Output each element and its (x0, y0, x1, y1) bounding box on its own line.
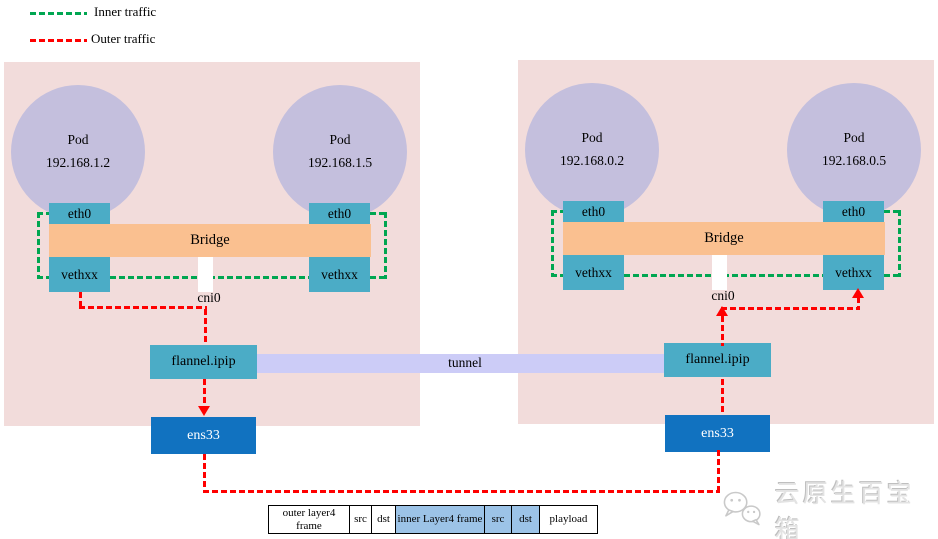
inner-traffic-path (884, 210, 901, 213)
eth0-port: eth0 (563, 201, 624, 222)
outer-traffic-path (203, 379, 206, 407)
outer-traffic-path (203, 490, 720, 493)
inner-traffic-path (551, 210, 554, 276)
outer-traffic-path (79, 292, 82, 309)
outer-traffic-path (721, 316, 724, 346)
pod-circle: Pod 192.168.0.2 (525, 83, 659, 217)
flannel-ipip-box: flannel.ipip (150, 345, 257, 379)
frame-cell: inner Layer4 frame (395, 506, 484, 533)
pod-ip: 192.168.1.2 (45, 155, 111, 170)
eth0-port: eth0 (823, 201, 884, 222)
arrowhead-up (852, 288, 864, 298)
inner-traffic-path (384, 212, 387, 279)
frame-cell: src (349, 506, 371, 533)
cni0-label: cni0 (197, 290, 221, 305)
veth-port: vethxx (823, 255, 884, 290)
veth-port: vethxx (563, 255, 624, 290)
tunnel-band (257, 354, 669, 373)
watermark-text: 云原生百宝箱 (774, 480, 915, 539)
eth0-port: eth0 (309, 203, 370, 224)
inner-traffic-path (37, 212, 40, 278)
frame-cell: outer layer4 frame (282, 507, 336, 532)
pod-ip: 192.168.1.5 (307, 155, 373, 170)
inner-traffic-path (551, 274, 565, 277)
pod-name: Pod (329, 132, 351, 148)
cni0-label: cni0 (711, 288, 735, 303)
wechat-icon (723, 491, 761, 526)
outer-traffic-legend-line (30, 39, 87, 42)
outer-traffic-path (79, 306, 207, 309)
bridge-bar: Bridge (563, 222, 885, 255)
pod-circle: Pod 192.168.1.2 (11, 85, 145, 219)
node-left: Pod 192.168.1.2 Pod 192.168.1.5 Bridge e… (4, 62, 420, 454)
flannel-ipip-box: flannel.ipip (664, 343, 771, 377)
pod-name: Pod (843, 130, 865, 146)
frame-cell: dst (371, 506, 395, 533)
outer-traffic-path (721, 379, 724, 413)
frame-cell: playload (539, 506, 597, 533)
outer-traffic-path (203, 454, 206, 492)
outer-traffic-path (857, 297, 860, 309)
arrowhead-down (198, 406, 210, 416)
eth0-port: eth0 (49, 203, 110, 224)
pod-name: Pod (67, 132, 89, 148)
outer-traffic-path (721, 307, 860, 310)
inner-traffic-path (884, 274, 901, 277)
pod-name: Pod (581, 130, 603, 146)
tunnel-label: tunnel (448, 355, 482, 370)
frame-structure-table: outer layer4 frame src dst inner Layer4 … (268, 505, 598, 534)
ens33-box: ens33 (151, 417, 256, 454)
inner-traffic-path (370, 276, 387, 279)
ens33-box: ens33 (665, 415, 770, 452)
cni0-slot (198, 257, 213, 292)
cni0-slot (712, 255, 727, 290)
pod-circle: Pod 192.168.0.5 (787, 83, 921, 217)
inner-traffic-legend-line (30, 12, 87, 15)
pod-ip: 192.168.0.5 (821, 153, 887, 168)
bridge-bar: Bridge (49, 224, 371, 257)
outer-traffic-legend-label: Outer traffic (91, 31, 156, 46)
veth-port: vethxx (49, 257, 110, 292)
pod-circle: Pod 192.168.1.5 (273, 85, 407, 219)
arrowhead-up (716, 306, 728, 316)
pod-ip: 192.168.0.2 (559, 153, 625, 168)
veth-port: vethxx (309, 257, 370, 292)
outer-traffic-path (717, 450, 720, 492)
inner-traffic-path (370, 212, 387, 215)
outer-traffic-path (204, 309, 207, 345)
inner-traffic-path (37, 212, 51, 215)
inner-traffic-path (37, 276, 51, 279)
inner-traffic-legend-label: Inner traffic (94, 4, 157, 19)
inner-traffic-path (898, 210, 901, 277)
frame-cell: dst (511, 506, 539, 533)
frame-cell: src (484, 506, 511, 533)
watermark: 云原生百宝箱 (722, 474, 938, 539)
inner-traffic-path (551, 210, 565, 213)
